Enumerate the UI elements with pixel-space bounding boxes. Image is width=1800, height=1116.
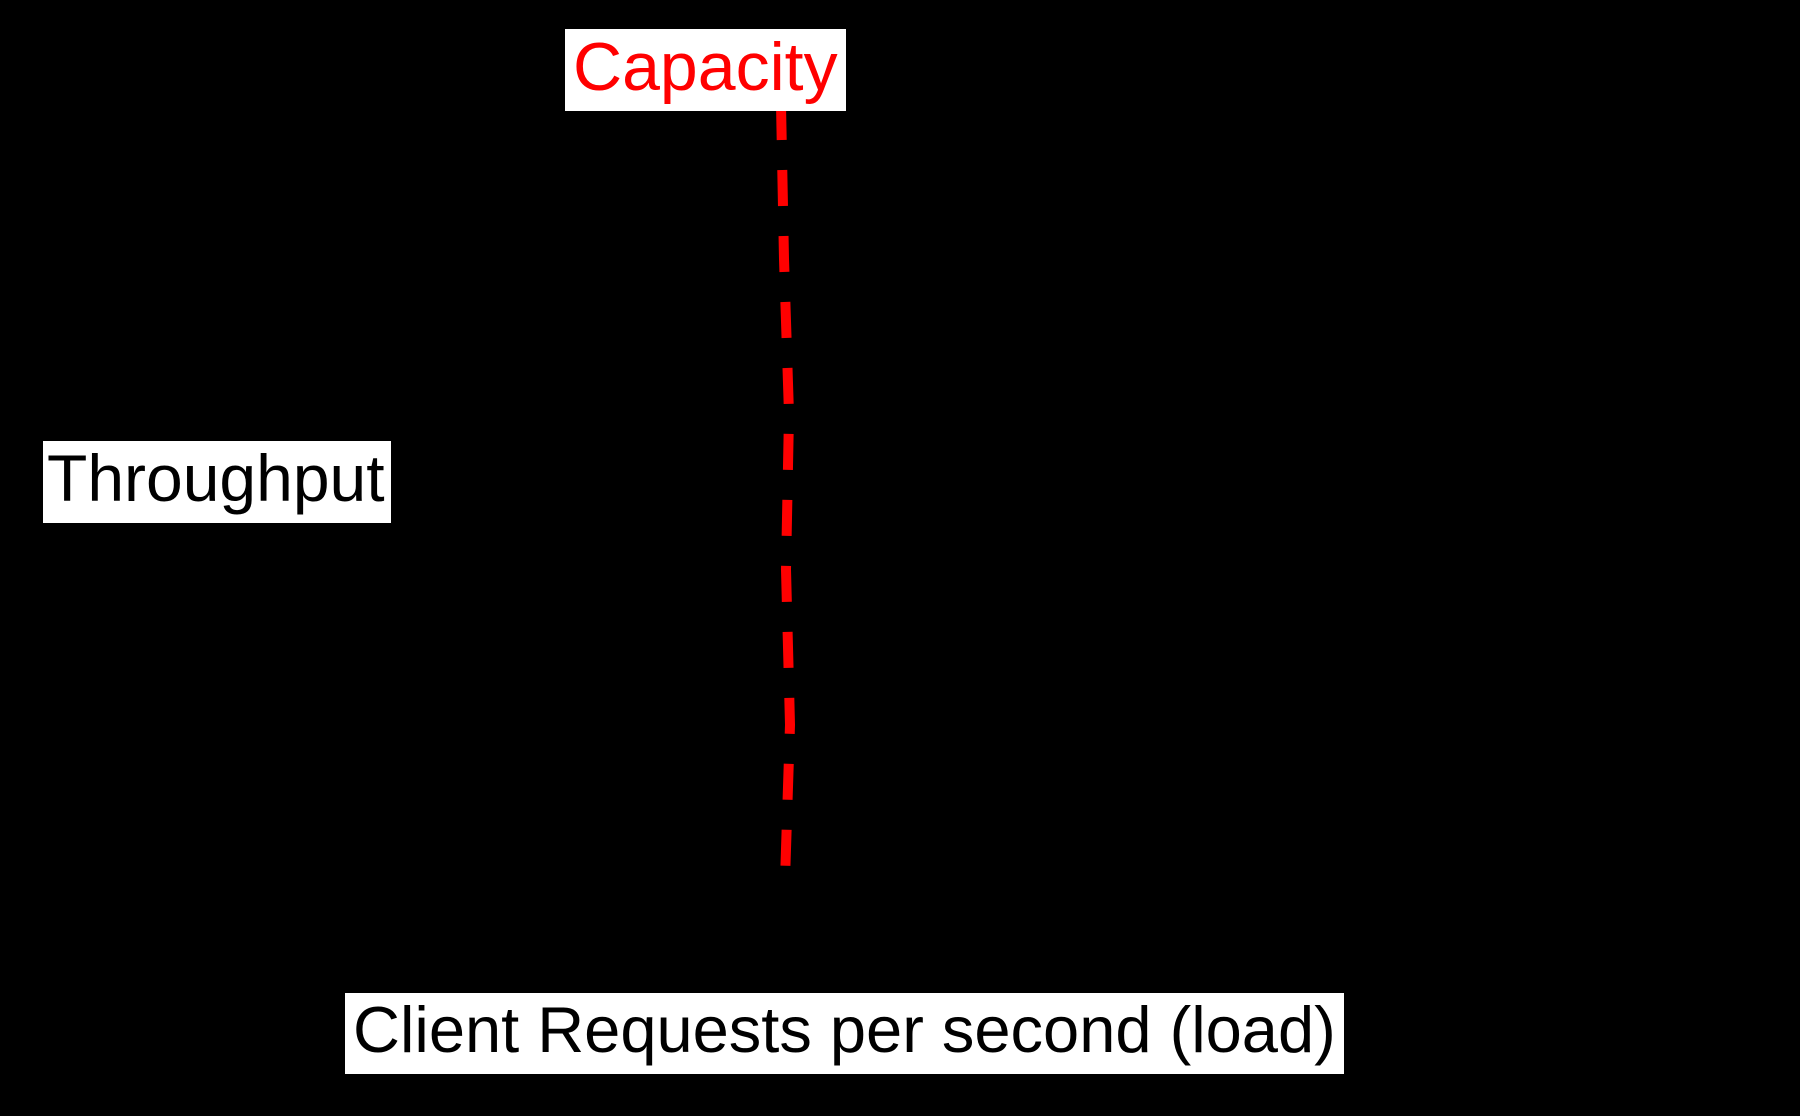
x-axis-title: Client Requests per second (load) — [345, 993, 1344, 1074]
capacity-threshold-path — [776, 103, 796, 881]
capacity-annotation-label: Capacity — [565, 29, 846, 111]
y-axis-title: Throughput — [43, 441, 391, 523]
